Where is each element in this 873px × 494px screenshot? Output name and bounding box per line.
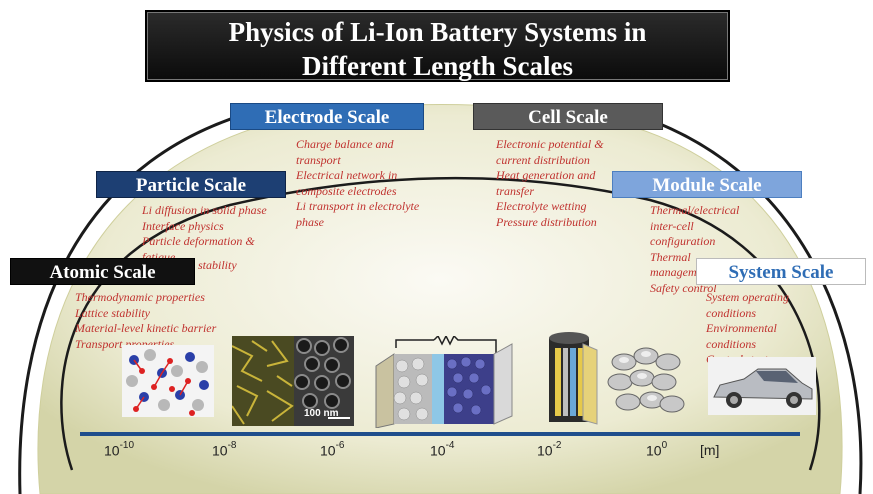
cell-item: transfer [496,183,535,198]
particle-item: Interface physics [142,218,224,233]
particle-item: Particle deformation & [142,234,255,248]
axis-tick-label: 10-8 [212,440,237,459]
particle-sem-image [232,336,294,426]
module-item: management [650,265,712,279]
atomic-item: Thermodynamic properties [75,290,205,304]
particle-item: stability [198,257,237,272]
system-item: Environmental [706,321,777,335]
axis-unit-label: [m] [700,442,720,458]
cell-item: Pressure distribution [496,214,597,229]
axis-tick-label: 10-10 [104,440,135,459]
particle-item: fatigue [142,249,176,258]
particle-item: Li diffusion in solid phase [142,203,267,217]
cell-scale-description: Electronic potential & current distribut… [496,137,604,230]
module-item: Thermal [650,249,691,264]
cell-scale-header: Cell Scale [473,103,663,130]
axis-tick-label: 10-2 [537,440,562,459]
scale-bar-label: 100 nm [304,408,339,419]
system-item: conditions [706,336,756,351]
atomic-item: Material-level kinetic barrier [75,321,217,335]
module-item: inter-cell [650,218,694,233]
system-scale-description: System operating conditions Environmenta… [706,290,789,368]
page-title: Physics of Li-Ion Battery Systems in Dif… [145,10,730,82]
dome-inner-outline [60,176,821,471]
cell-item: Electrolyte wetting [496,199,587,213]
cell-item: current distribution [496,152,590,167]
cylindrical-cell-image [549,332,598,425]
electrode-item: phase [296,214,324,229]
electrode-item: Electrical network in [296,168,398,182]
electrode-item: transport [296,152,341,167]
porous-electrode-image [294,336,354,426]
axis-tick-label: 10-6 [320,440,345,459]
electrode-item: composite electrodes [296,183,397,198]
axis-tick-label: 100 [646,440,668,459]
title-line-2: Different Length Scales [302,51,573,81]
electrode-item: Li transport in electrolyte [296,199,420,213]
electrode-scale-header: Electrode Scale [230,103,424,130]
system-scale-header: System Scale [696,258,866,285]
axis-tick-label: 10-4 [430,440,455,459]
atomic-scale-header: Atomic Scale [10,258,195,285]
system-item: conditions [706,305,756,320]
system-item: System operating [706,290,789,304]
module-scale-header: Module Scale [612,171,802,198]
cell-item: Electronic potential & [496,137,604,151]
cell-item: Heat generation and [496,168,596,182]
electrode-scale-description: Charge balance and transport Electrical … [296,137,419,230]
particle-scale-header: Particle Scale [96,171,286,198]
atomic-item: Lattice stability [75,305,150,320]
electrode-item: Charge balance and [296,137,394,151]
battery-module-image [607,347,685,413]
atomic-lattice-image [122,345,214,417]
electrode-cell-diagram [375,336,513,428]
length-scale-axis-line [80,432,800,436]
title-line-1: Physics of Li-Ion Battery Systems in [228,17,647,47]
module-item: Thermal/electrical [650,203,740,217]
particle-scale-description: Li diffusion in solid phase Interface ph… [142,203,267,273]
car-image [708,357,816,415]
module-item: configuration [650,234,716,248]
atomic-scale-description: Thermodynamic properties Lattice stabili… [75,290,216,352]
